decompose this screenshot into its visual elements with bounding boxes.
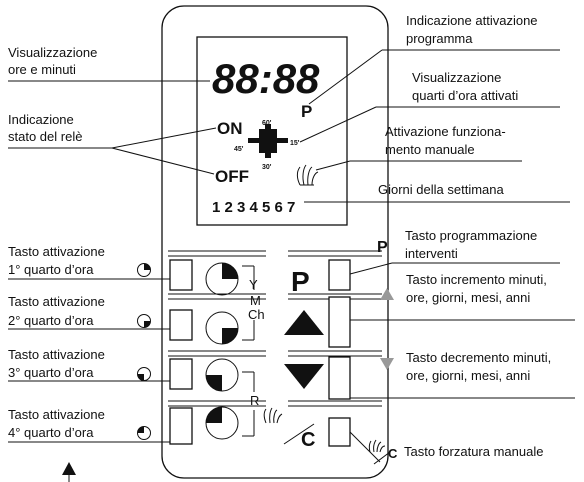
clear-key[interactable]: C <box>301 429 315 451</box>
increment-legend-icon <box>380 288 394 300</box>
time-display-label-1: Visualizzazione <box>8 45 97 60</box>
on-indicator: ON <box>217 119 243 138</box>
program-button-label-2: interventi <box>405 246 458 261</box>
up-arrow-icon <box>62 462 76 482</box>
quarters-display-leader <box>299 106 377 143</box>
increment-label-1: Tasto incremento minuti, <box>406 272 547 287</box>
increment-label-2: ore, giorni, mesi, anni <box>406 290 530 305</box>
q1-label-2: 1° quarto d’ora <box>8 262 94 277</box>
month-key-label: M <box>250 293 261 308</box>
function-brackets <box>242 265 255 437</box>
quarter-2-button[interactable] <box>169 309 193 341</box>
manual-activation-label-2: mento manuale <box>385 142 475 157</box>
relay-off-leader <box>111 147 215 175</box>
manual-key-icon <box>263 407 283 424</box>
channel-key-label: Ch <box>248 307 265 322</box>
quarter-60-label: 60' <box>262 120 272 127</box>
program-indicator-label-1: Indicazione attivazione <box>406 13 538 28</box>
quarter-1-button[interactable] <box>169 259 193 291</box>
relay-on-leader <box>111 127 217 149</box>
weekdays-label: Giorni della settimana <box>378 182 504 197</box>
quarter-1-icon <box>205 262 239 296</box>
program-button-leader <box>349 262 393 275</box>
increment-key-icon[interactable] <box>284 310 324 335</box>
program-button-label-1: Tasto programmazione <box>405 228 537 243</box>
decrement-side-button[interactable] <box>328 356 351 400</box>
time-display-label-2: ore e minuti <box>8 62 76 77</box>
quarter-15-label: 15' <box>290 140 300 147</box>
q3-label-2: 3° quarto d’ora <box>8 365 94 380</box>
reset-key-label: R <box>250 393 259 408</box>
time-readout: 88:88 <box>212 55 320 102</box>
decrement-label-1: Tasto decremento minuti, <box>406 350 551 365</box>
q3-legend-icon <box>137 367 151 381</box>
manual-key-slash <box>283 423 315 445</box>
divider-lines <box>168 250 382 407</box>
q3-label-1: Tasto attivazione <box>8 347 105 362</box>
increment-side-button[interactable] <box>328 296 351 348</box>
program-indicator-leader <box>308 49 383 105</box>
program-indicator-label-2: programma <box>406 31 473 46</box>
quarter-30-label: 30' <box>262 164 272 171</box>
decrement-legend-icon <box>380 358 394 370</box>
off-indicator: OFF <box>215 167 249 186</box>
year-key-label: Y <box>249 277 258 292</box>
decrement-label-2: ore, giorni, mesi, anni <box>406 368 530 383</box>
quarters-display-label-1: Visualizzazione <box>412 70 501 85</box>
quarter-cross-icon <box>248 124 288 158</box>
relay-status-label-2: stato del relè <box>8 129 82 144</box>
force-legend-letter: C <box>388 446 398 461</box>
q2-label-2: 2° quarto d’ora <box>8 313 94 328</box>
force-legend-icon <box>368 439 391 465</box>
relay-status-label-1: Indicazione <box>8 112 74 127</box>
q1-label-1: Tasto attivazione <box>8 244 105 259</box>
q2-legend-icon <box>137 314 151 328</box>
force-button-leader <box>349 431 381 463</box>
quarter-2-icon <box>205 311 239 345</box>
q4-label-2: 4° quarto d’ora <box>8 425 94 440</box>
manual-hand-icon <box>296 164 319 186</box>
force-button-label: Tasto forzatura manuale <box>404 444 543 459</box>
manual-activation-label-1: Attivazione funziona- <box>385 124 506 139</box>
weekdays-indicator: 1 2 3 4 5 6 7 <box>212 199 295 216</box>
q4-legend-icon <box>137 426 151 440</box>
program-key[interactable]: P <box>291 266 310 297</box>
quarter-3-button[interactable] <box>169 358 193 390</box>
quarter-3-icon <box>205 358 239 392</box>
quarter-4-button[interactable] <box>169 407 193 445</box>
decrement-key-icon[interactable] <box>284 364 324 389</box>
q1-legend-icon <box>137 263 151 277</box>
program-legend-letter: P <box>377 239 388 256</box>
force-side-button[interactable] <box>328 417 351 447</box>
program-indicator: P <box>301 102 312 121</box>
q4-label-1: Tasto attivazione <box>8 407 105 422</box>
quarter-4-icon <box>205 406 239 440</box>
program-side-button[interactable] <box>328 259 351 291</box>
quarters-display-label-2: quarti d’ora attivati <box>412 88 518 103</box>
manual-activation-leader <box>315 160 351 171</box>
q2-label-1: Tasto attivazione <box>8 294 105 309</box>
quarter-45-label: 45' <box>234 146 244 153</box>
